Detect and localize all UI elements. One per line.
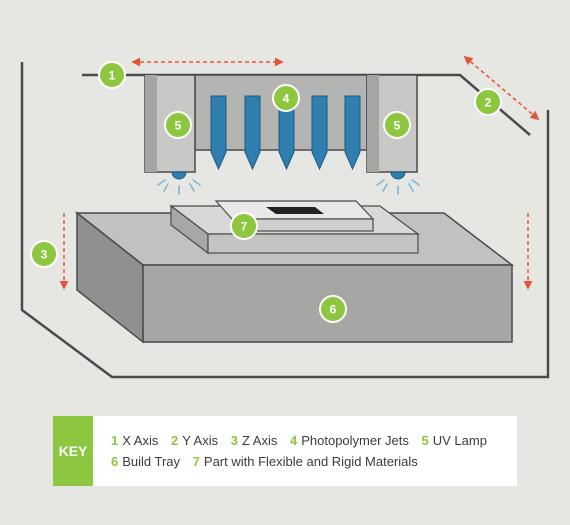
svg-text:5: 5 <box>175 119 182 133</box>
svg-text:5: 5 <box>394 119 401 133</box>
svg-text:2: 2 <box>485 96 492 110</box>
uv-lamp-right <box>376 171 420 195</box>
rigid-material-insert <box>266 207 324 214</box>
svg-text:7: 7 <box>241 220 248 234</box>
jet <box>244 95 261 171</box>
jet <box>210 95 227 171</box>
badge-part: 7 <box>230 212 258 240</box>
part-with-flexible-and-rigid-materials <box>169 200 420 255</box>
svg-text:4: 4 <box>283 92 290 106</box>
jet <box>311 95 328 171</box>
jet <box>344 95 361 171</box>
photopolymer-jets <box>210 95 361 171</box>
uv-lamp-left <box>157 171 201 195</box>
y-axis-arrow <box>463 55 540 121</box>
svg-text:1: 1 <box>109 69 116 83</box>
badge-y-axis: 2 <box>474 88 502 116</box>
svg-text:3: 3 <box>41 248 48 262</box>
printer-frame <box>20 62 550 379</box>
svg-text:6: 6 <box>330 303 337 317</box>
badge-z-axis: 3 <box>30 240 58 268</box>
badge-uv-lamp-right: 5 <box>383 111 411 139</box>
badge-build-tray: 6 <box>319 295 347 323</box>
badge-uv-lamp-left: 5 <box>164 111 192 139</box>
badge-x-axis: 1 <box>98 61 126 89</box>
badge-photopolymer-jets: 4 <box>272 84 300 112</box>
key-title: KEY <box>53 416 93 486</box>
